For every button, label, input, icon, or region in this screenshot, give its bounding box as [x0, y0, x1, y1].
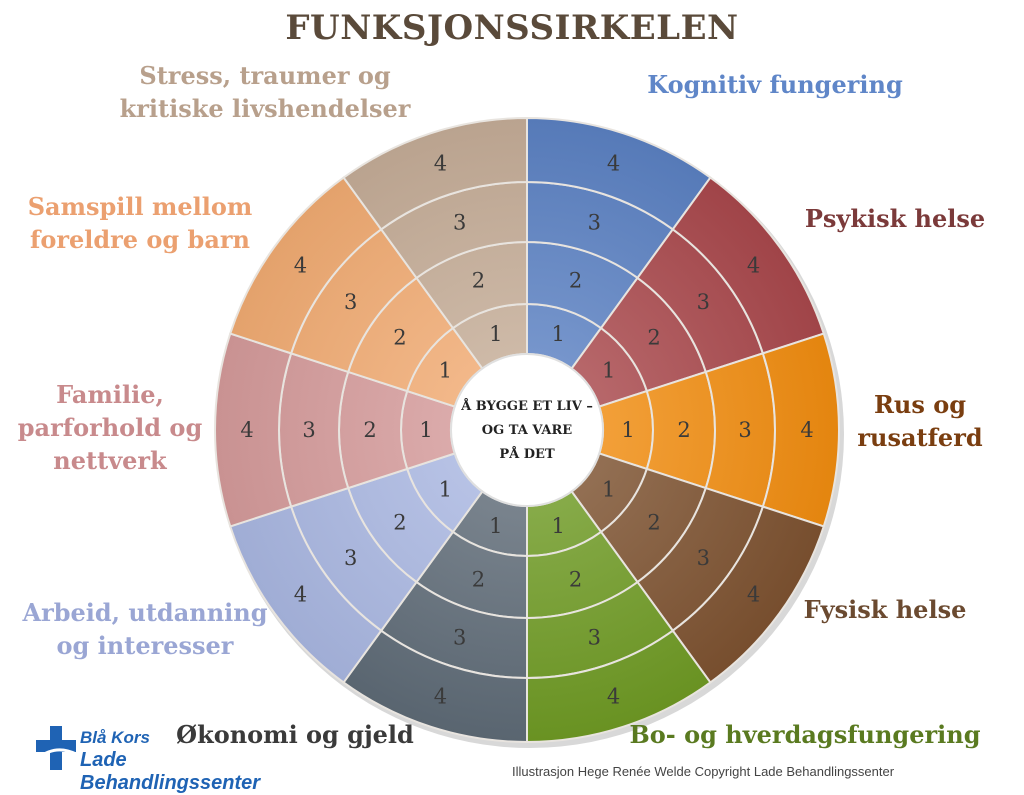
label-line: og interesser — [56, 631, 234, 661]
label-line: Familie, — [56, 380, 164, 409]
ring-number: 1 — [621, 418, 634, 442]
copyright-credit: Illustrasjon Hege Renée Welde Copyright … — [512, 764, 895, 779]
ring-number: 1 — [439, 477, 452, 501]
label-arbeid-utdanning: Arbeid, utdanning og interesser — [10, 596, 280, 662]
ring-number: 3 — [344, 290, 357, 314]
ring-number: 4 — [434, 684, 447, 708]
label-stress-traumer: Stress, traumer og kritiske livshendelser — [105, 59, 425, 125]
ring-number: 3 — [453, 211, 466, 235]
label-line: nettverk — [53, 446, 167, 476]
ring-number: 4 — [607, 684, 620, 708]
ring-number: 4 — [434, 152, 447, 176]
label-psykisk-helse: Psykisk helse — [795, 202, 995, 235]
ring-number: 2 — [363, 418, 376, 442]
center-hub — [450, 353, 604, 507]
label-line: Stress, traumer og — [139, 61, 391, 90]
ring-number: 1 — [552, 514, 565, 538]
ring-number: 1 — [489, 514, 502, 538]
sector-stress-ring-4 — [342, 116, 528, 231]
label-line: Rus og — [873, 390, 967, 419]
ring-number: 3 — [697, 290, 710, 314]
center-text-line: PÅ DET — [499, 446, 555, 462]
ring-number: 3 — [453, 625, 466, 649]
ring-number: 2 — [677, 418, 690, 442]
ring-number: 3 — [588, 211, 601, 235]
ring-number: 1 — [439, 359, 452, 383]
ring-number: 2 — [647, 326, 660, 350]
label-rus-og-rusatferd: Rus og rusatferd — [845, 388, 995, 454]
label-line: Fysisk helse — [803, 595, 967, 624]
logo-line-2: Lade Behandlingssenter — [80, 749, 261, 794]
logo-line-1: Blå Kors — [80, 728, 150, 747]
ring-number: 4 — [800, 418, 813, 442]
label-line: Bo- og hverdagsfungering — [629, 720, 981, 749]
ring-number: 4 — [607, 152, 620, 176]
ring-number: 4 — [747, 253, 760, 277]
label-kognitiv-fungering: Kognitiv fungering — [640, 68, 910, 101]
ring-number: 3 — [302, 418, 315, 442]
ring-number: 2 — [569, 269, 582, 293]
page-title: FUNKSJONSSIRKELEN — [285, 8, 739, 48]
center-text-line: Å BYGGE ET LIV – — [460, 398, 593, 414]
ring-number: 1 — [552, 322, 565, 346]
label-line: foreldre og barn — [30, 225, 250, 255]
label-line: kritiske livshendelser — [119, 94, 411, 124]
label-line: parforhold og — [17, 413, 203, 443]
ring-number: 1 — [419, 418, 432, 442]
ring-number: 1 — [602, 477, 615, 501]
ring-number: 3 — [738, 418, 751, 442]
ring-number: 1 — [602, 359, 615, 383]
ring-number: 2 — [472, 567, 485, 591]
label-line: Kognitiv fungering — [647, 70, 903, 99]
ring-number: 2 — [393, 510, 406, 534]
label-line: Psykisk helse — [804, 204, 986, 233]
ring-number: 3 — [344, 546, 357, 570]
center-text-line: OG TA VARE — [482, 423, 572, 438]
label-line: Samspill mellom — [27, 192, 253, 221]
ring-number: 4 — [747, 583, 760, 607]
ring-number: 4 — [294, 253, 307, 277]
label-line: Arbeid, utdanning — [22, 598, 268, 627]
label-samspill-foreldre-barn: Samspill mellom foreldre og barn — [10, 190, 270, 256]
label-line: Økonomi og gjeld — [176, 720, 414, 749]
label-fysisk-helse: Fysisk helse — [790, 593, 980, 626]
ring-number: 4 — [240, 418, 253, 442]
bla-kors-logo: Blå Kors Lade Behandlingssenter — [34, 722, 294, 794]
ring-number: 4 — [294, 583, 307, 607]
ring-number: 3 — [588, 625, 601, 649]
ring-number: 2 — [647, 510, 660, 534]
ring-number: 3 — [697, 546, 710, 570]
label-okonomi-og-gjeld: Økonomi og gjeld — [160, 718, 430, 751]
ring-number: 1 — [489, 322, 502, 346]
ring-number: 2 — [472, 269, 485, 293]
ring-number: 2 — [569, 567, 582, 591]
label-bo-og-hverdagsfungering: Bo- og hverdagsfungering — [615, 718, 995, 751]
label-line: rusatferd — [857, 423, 983, 453]
ring-number: 2 — [393, 326, 406, 350]
cross-icon — [36, 726, 77, 770]
